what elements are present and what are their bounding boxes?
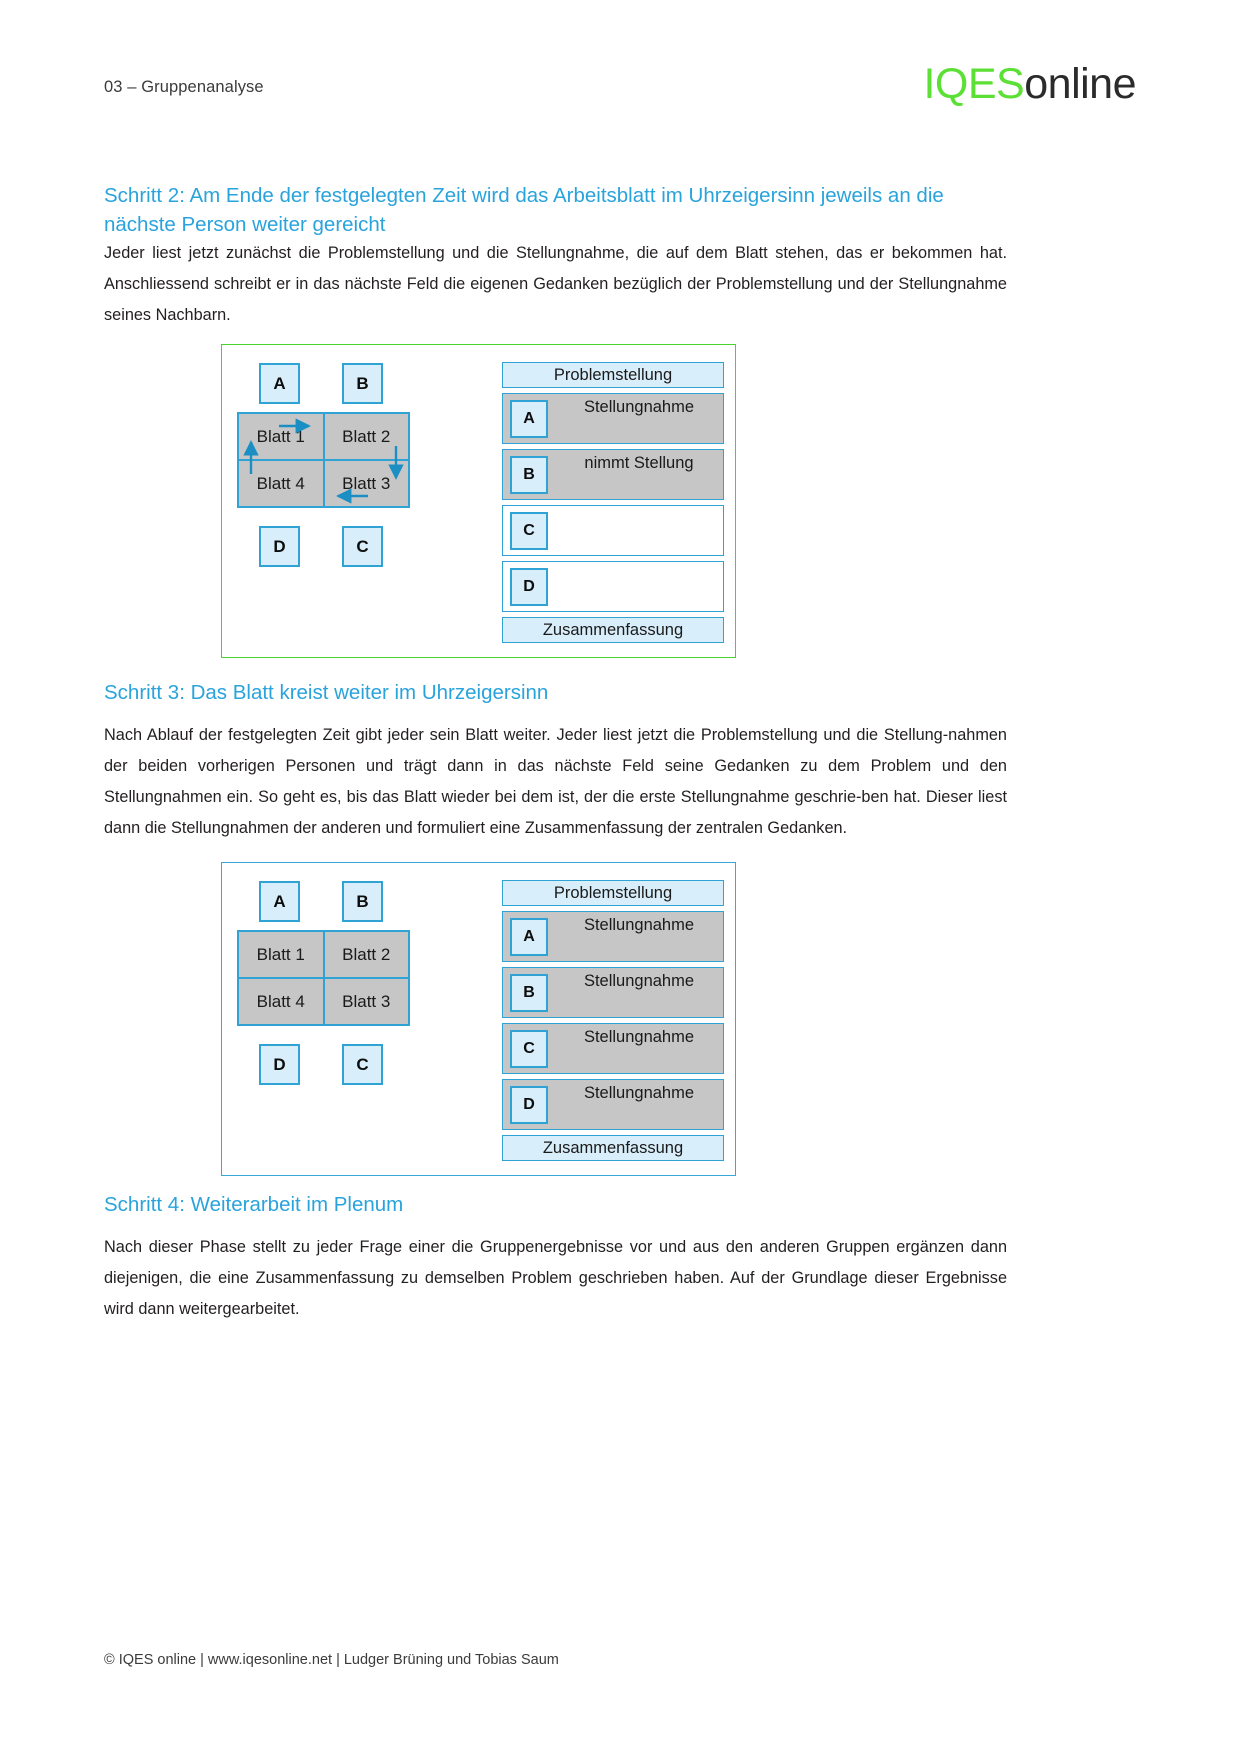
diagram-schritt-2: A B D C Blatt 1 Blatt 2 Blatt 4 Blatt 3	[221, 344, 736, 658]
blatt-cell: Blatt 4	[238, 978, 324, 1025]
running-head-label: 03 – Gruppenanalyse	[104, 78, 264, 96]
worksheet-column: Problemstellung A Stellungnahme B nimmt …	[502, 362, 724, 648]
page-header: 03 – Gruppenanalyse IQESonline	[104, 63, 1136, 118]
page-footer-copyright: © IQES online | www.iqesonline.net | Lud…	[104, 1652, 559, 1668]
section-body-schritt-4: Nach dieser Phase stellt zu jeder Frage …	[104, 1238, 1007, 1318]
slot-letter-d: D	[510, 1086, 548, 1124]
logo-text-iqes: IQES	[923, 60, 1025, 108]
worksheet-slot-a: A Stellungnahme	[502, 911, 724, 962]
worksheet-header-problemstellung: Problemstellung	[502, 880, 724, 906]
logo-text-online: online	[1024, 60, 1136, 108]
worksheet-slot-b: B Stellungnahme	[502, 967, 724, 1018]
worksheet-footer-zusammenfassung: Zusammenfassung	[502, 617, 724, 643]
worksheet-slot-c: C Stellungnahme	[502, 1023, 724, 1074]
slot-text-a: Stellungnahme	[583, 398, 695, 416]
blatt-grid: Blatt 1 Blatt 2 Blatt 4 Blatt 3	[237, 930, 410, 1026]
blatt-cell: Blatt 2	[323, 413, 409, 460]
iqes-online-logo: IQESonline	[923, 63, 1136, 106]
section-heading-schritt-3: Schritt 3: Das Blatt kreist weiter im Uh…	[104, 681, 549, 704]
worksheet-slot-d: D	[502, 561, 724, 612]
slot-text-d: Stellungnahme	[583, 1084, 695, 1102]
worksheet-header-problemstellung: Problemstellung	[502, 362, 724, 388]
section-body-schritt-3: Nach Ablauf der festgelegten Zeit gibt j…	[104, 726, 1007, 837]
slot-text-a: Stellungnahme	[583, 916, 695, 934]
section-heading-schritt-2: Schritt 2: Am Ende der festgelegten Zeit…	[104, 184, 944, 236]
person-box-bottom-right: C	[342, 526, 383, 567]
blatt-cell: Blatt 3	[323, 460, 409, 507]
blatt-cell: Blatt 3	[323, 978, 409, 1025]
person-box-top-right: B	[342, 881, 383, 922]
person-box-bottom-left: D	[259, 526, 300, 567]
slot-letter-a: A	[510, 918, 548, 956]
slot-letter-c: C	[510, 512, 548, 550]
person-box-top-left: A	[259, 363, 300, 404]
worksheet-slot-d: D Stellungnahme	[502, 1079, 724, 1130]
blatt-cell: Blatt 2	[323, 931, 409, 978]
blatt-cell: Blatt 1	[238, 413, 324, 460]
slot-letter-a: A	[510, 400, 548, 438]
person-box-top-right: B	[342, 363, 383, 404]
diagram-schritt-3: A B D C Blatt 1 Blatt 2 Blatt 4 Blatt 3 …	[221, 862, 736, 1176]
blatt-cell: Blatt 4	[238, 460, 324, 507]
slot-letter-b: B	[510, 974, 548, 1012]
slot-text-c: Stellungnahme	[583, 1028, 695, 1046]
slot-text-b: Stellungnahme	[583, 972, 695, 990]
worksheet-column: Problemstellung A Stellungnahme B Stellu…	[502, 880, 724, 1166]
worksheet-slot-b: B nimmt Stellung	[502, 449, 724, 500]
worksheet-footer-zusammenfassung: Zusammenfassung	[502, 1135, 724, 1161]
worksheet-slot-a: A Stellungnahme	[502, 393, 724, 444]
blatt-grid: Blatt 1 Blatt 2 Blatt 4 Blatt 3	[237, 412, 410, 508]
person-box-bottom-left: D	[259, 1044, 300, 1085]
slot-letter-b: B	[510, 456, 548, 494]
person-box-bottom-right: C	[342, 1044, 383, 1085]
person-box-top-left: A	[259, 881, 300, 922]
slot-text-b: nimmt Stellung	[584, 454, 694, 472]
slot-letter-d: D	[510, 568, 548, 606]
section-body-schritt-2: Jeder liest jetzt zunächst die Problemst…	[104, 244, 1007, 324]
slot-letter-c: C	[510, 1030, 548, 1068]
worksheet-slot-c: C	[502, 505, 724, 556]
section-heading-schritt-4: Schritt 4: Weiterarbeit im Plenum	[104, 1193, 404, 1216]
blatt-cell: Blatt 1	[238, 931, 324, 978]
